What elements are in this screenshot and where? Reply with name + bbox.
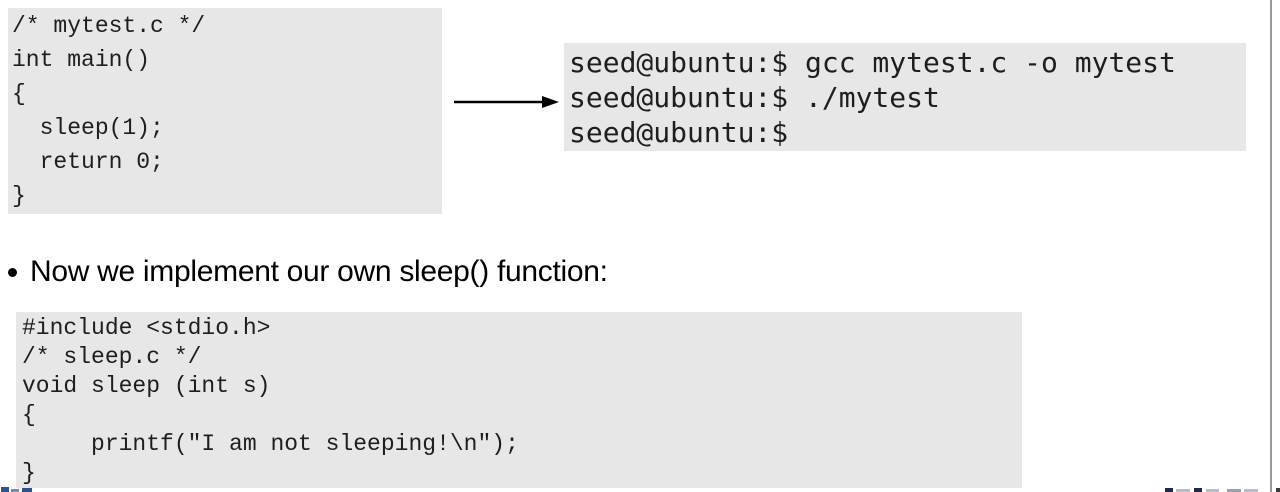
code-line: #include <stdio.h> [22,315,271,341]
code-line: } [12,183,26,209]
code-line: { [12,81,26,107]
code-line: int main() [12,47,151,73]
code-line: return 0; [12,149,164,175]
code-block-mytest: /* mytest.c */ int main() { sleep(1); re… [8,8,442,214]
code-line: printf("I am not sleeping!\n"); [22,431,519,457]
code-line: sleep(1); [12,115,164,141]
terminal-line: seed@ubuntu:$ gcc mytest.c -o mytest [569,46,1176,79]
code-line: /* mytest.c */ [12,13,206,39]
code-line: void sleep (int s) [22,373,271,399]
code-block-sleep: #include <stdio.h> /* sleep.c */ void sl… [16,312,1022,488]
code-line: /* sleep.c */ [22,344,202,370]
terminal-line: seed@ubuntu:$ [569,116,789,149]
terminal-output: seed@ubuntu:$ gcc mytest.c -o mytest see… [564,43,1246,151]
slide-right-border [1270,0,1272,492]
code-line: } [22,460,36,486]
bullet-icon [8,267,17,277]
right-arrow-icon [454,96,559,108]
bullet-point: Now we implement our own sleep() functio… [8,254,608,290]
bullet-text: Now we implement our own sleep() functio… [30,255,608,288]
code-line: { [22,402,36,428]
terminal-line: seed@ubuntu:$ ./mytest [569,81,940,114]
